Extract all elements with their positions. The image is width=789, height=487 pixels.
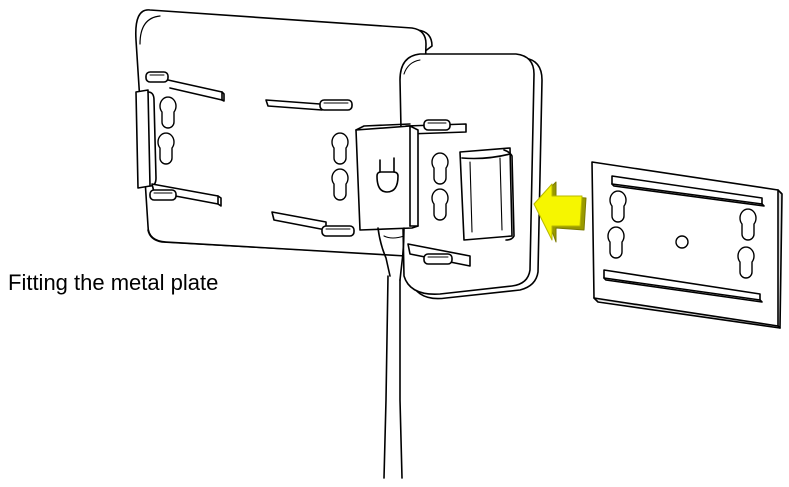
keyhole-middle-lower (331, 168, 349, 201)
plate-center-hole (675, 235, 689, 249)
slot-clip-bottom-middle (271, 211, 355, 237)
keyhole-middle-upper (331, 132, 349, 165)
slot-clip-front-bottom (407, 243, 471, 267)
keyhole-front-lower (431, 188, 449, 221)
slot-clip-bottom-left (149, 183, 222, 207)
metal-plate (591, 161, 783, 329)
slot-clip-front-top (405, 119, 467, 135)
cable-connector (355, 123, 419, 479)
figure-caption: Fitting the metal plate (8, 270, 219, 295)
yellow-arrow-left-icon (533, 181, 587, 243)
keyhole-left-upper (159, 96, 177, 129)
keyhole-front-upper (431, 152, 449, 185)
slot-clip-top-middle (265, 99, 353, 111)
side-rail-tab (135, 89, 151, 189)
cable (383, 275, 403, 479)
front-housing (399, 53, 543, 300)
plate-keyhole-3 (739, 208, 757, 241)
plate-keyhole-2 (607, 226, 625, 259)
plate-receiving-slot (459, 147, 515, 241)
keyhole-left-lower (157, 132, 175, 165)
plate-keyhole-4 (737, 246, 755, 279)
slot-clip-top-left (145, 71, 225, 102)
plate-keyhole-1 (609, 190, 627, 223)
